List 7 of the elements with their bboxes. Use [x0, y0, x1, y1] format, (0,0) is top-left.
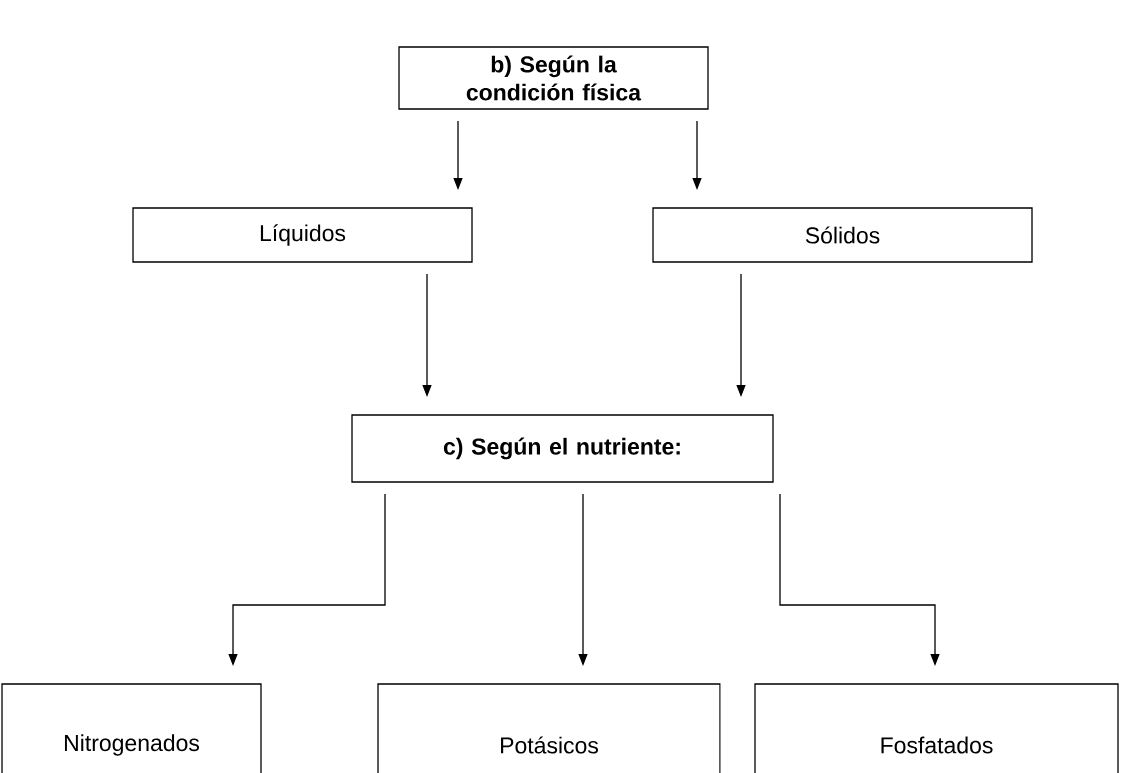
- category-box: Potásicos: [377, 683, 721, 773]
- category-box: Fosfatados: [754, 683, 1119, 773]
- category-box: Nitrogenados: [1, 683, 262, 773]
- category-box: c) Según el nutriente:: [351, 414, 774, 483]
- category-box: Líquidos: [132, 207, 473, 263]
- category-box: b) Según la condición física: [398, 46, 709, 110]
- category-box: Sólidos: [652, 207, 1033, 263]
